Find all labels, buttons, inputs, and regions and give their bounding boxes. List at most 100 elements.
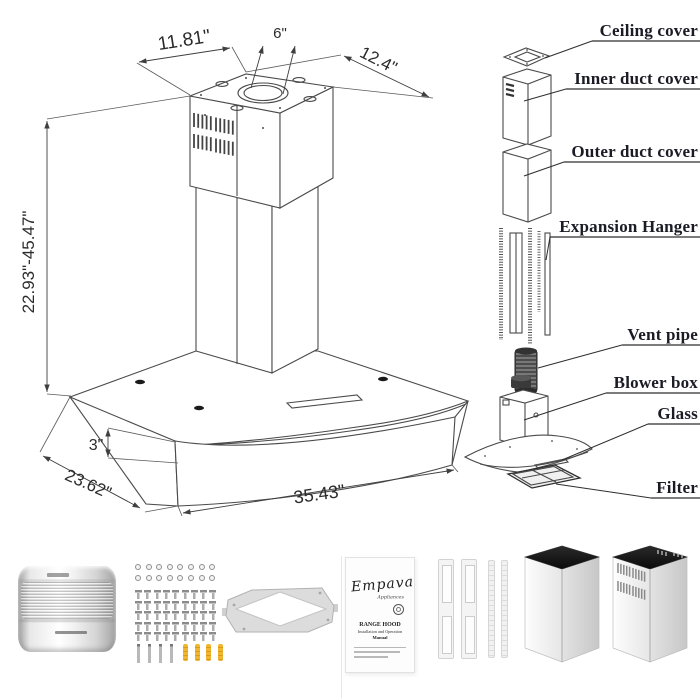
screw-icon xyxy=(135,621,142,631)
screw-icon xyxy=(190,632,198,641)
label-outer-duct-cover: Outer duct cover xyxy=(571,142,698,161)
wall-anchor-icon xyxy=(183,644,188,661)
screw-icon xyxy=(172,632,180,641)
washer-icon xyxy=(156,575,163,581)
canopy-light xyxy=(194,405,204,411)
screw-icon xyxy=(200,632,208,641)
hood-dimension-drawing: 11.81" 6" 12.4" 22.93"-45.47" 3" 23.62" xyxy=(19,25,470,517)
hanger-brackets-photo xyxy=(438,557,513,661)
manual-subtitle: Installation and Operation xyxy=(357,630,403,635)
hanger-strip xyxy=(488,560,495,658)
outer-duct-cover-part xyxy=(502,143,552,223)
dim-glass-edge: 3" xyxy=(89,437,104,454)
glass-edge-line xyxy=(174,403,467,446)
washer-icon xyxy=(135,575,141,581)
washer-icon xyxy=(177,564,184,570)
exploded-labels: Ceiling cover Inner duct cover Outer duc… xyxy=(523,21,700,499)
screw-icon xyxy=(135,590,142,599)
certification-badge-icon xyxy=(393,603,405,615)
wall-anchor-icon xyxy=(194,644,200,661)
screw-icon xyxy=(162,621,170,631)
canopy-light xyxy=(378,376,388,382)
duct-top-vent-slots xyxy=(657,550,683,558)
screw-icon xyxy=(209,590,217,599)
canopy-right-edge xyxy=(451,400,469,466)
screw-icon xyxy=(200,600,208,610)
brand-tagline: Appliances xyxy=(377,595,404,601)
screw-icon xyxy=(153,621,161,631)
washer-icon xyxy=(177,575,184,581)
manual-address-line xyxy=(354,656,389,658)
screw-icon xyxy=(144,632,152,641)
hood-canopy xyxy=(68,350,470,507)
dim-depth: 23.62" xyxy=(62,465,114,502)
washer-icon xyxy=(198,575,205,581)
washer-icon xyxy=(135,564,141,570)
screw-icon xyxy=(153,632,161,641)
screw-icon xyxy=(209,632,217,641)
manual-subtitle2: Manual xyxy=(372,635,388,641)
screw-icon xyxy=(181,632,189,641)
label-vent-pipe: Vent pipe xyxy=(627,325,698,344)
long-screw-icon xyxy=(170,644,173,663)
screw-icon xyxy=(144,590,152,599)
duct-coil-texture xyxy=(20,582,114,620)
screw-icon xyxy=(162,600,170,610)
duct-vent-slots xyxy=(193,113,234,156)
screw-icon xyxy=(190,600,198,610)
screw-icon xyxy=(162,611,170,620)
screw-icon xyxy=(162,590,170,599)
washer-icon xyxy=(145,575,152,581)
inner-duct-cover-part xyxy=(502,68,552,146)
glass-part xyxy=(463,434,593,473)
long-screw-icon xyxy=(159,644,162,663)
duct-opening xyxy=(237,82,289,104)
screw-icon xyxy=(181,590,189,599)
dim-duct-diameter: 6" xyxy=(273,25,287,42)
washer-icon xyxy=(188,575,194,581)
label-filter: Filter xyxy=(656,478,698,497)
screw-icon xyxy=(200,590,208,599)
outer-duct-cover-photo xyxy=(523,545,601,663)
label-blower-box: Blower box xyxy=(614,373,699,392)
washer-icon xyxy=(156,564,163,570)
screw-icon xyxy=(162,632,170,641)
screw-icon xyxy=(190,611,198,620)
washer-icon xyxy=(209,575,216,581)
manual-address-line xyxy=(354,651,401,653)
chimney-duct xyxy=(188,73,335,374)
duct-print-mark xyxy=(55,631,87,635)
screw-icon xyxy=(190,621,198,631)
duct-print-mark xyxy=(47,572,69,577)
screw-icon xyxy=(190,590,198,599)
screw-icon xyxy=(135,632,142,641)
filter-bracket-photo xyxy=(222,587,338,633)
screw-icon xyxy=(172,600,180,610)
label-glass: Glass xyxy=(657,404,698,423)
screw-icon xyxy=(153,600,161,610)
washer-icon xyxy=(145,564,152,570)
ceiling-cover-part xyxy=(502,47,551,67)
washer-icon xyxy=(166,575,173,581)
duct-cover-vent-slots xyxy=(617,563,646,600)
manual-address-line xyxy=(354,646,406,649)
screw-icon xyxy=(209,621,217,631)
washer-icon xyxy=(166,564,173,570)
hardware-kit-photo xyxy=(131,560,223,664)
label-inner-duct-cover: Inner duct cover xyxy=(574,69,698,88)
screw-icon xyxy=(172,611,180,620)
expansion-hanger-part xyxy=(499,228,551,345)
screw-icon xyxy=(181,600,189,610)
washer-icon xyxy=(188,564,194,570)
wall-anchor-icon xyxy=(206,644,211,661)
screw-icon xyxy=(144,611,152,620)
washer-icon xyxy=(209,564,216,570)
vent-pipe-photo xyxy=(18,566,116,652)
screw-icon xyxy=(200,611,208,620)
screw-icon xyxy=(172,590,180,599)
manual-title: RANGE HOOD xyxy=(359,621,401,628)
dim-top-width: 11.81" xyxy=(156,26,212,55)
vent-handle xyxy=(285,394,364,409)
inner-duct-cover-photo xyxy=(611,545,689,663)
